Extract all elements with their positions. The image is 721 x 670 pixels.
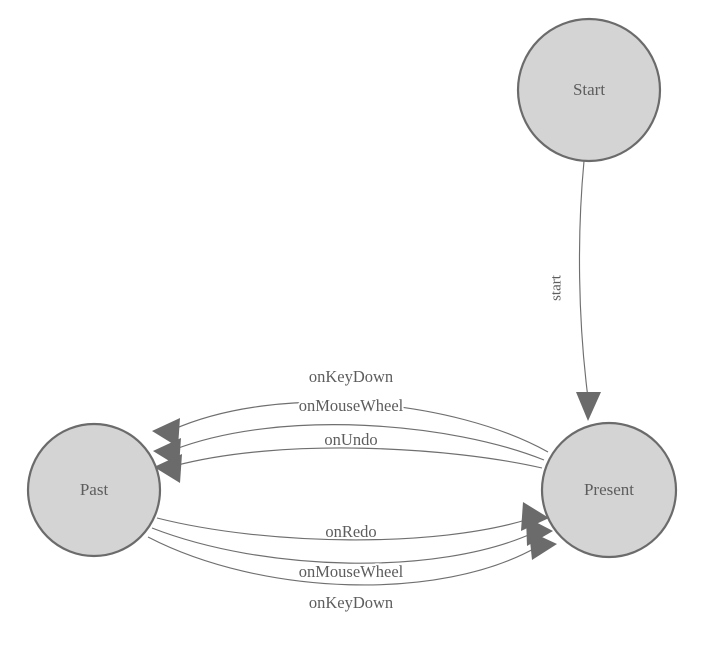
edge-label: onKeyDown bbox=[309, 367, 393, 386]
node-circle[interactable] bbox=[26, 422, 162, 558]
edge-past-to-present-onkeydown bbox=[147, 531, 557, 586]
node-present[interactable]: Present bbox=[540, 421, 678, 559]
node-start[interactable]: Start bbox=[516, 17, 662, 163]
edge-line bbox=[171, 401, 549, 453]
edge-line bbox=[172, 424, 545, 461]
edge-label: onUndo bbox=[324, 430, 377, 449]
arrowhead-icon bbox=[576, 392, 601, 421]
arrowhead-icon bbox=[529, 531, 557, 560]
arrowhead-icon bbox=[154, 454, 182, 483]
edge-line bbox=[578, 160, 589, 399]
edge-label-halo: onMouseWheel bbox=[299, 562, 404, 581]
edge-label-halo: onMouseWheel bbox=[299, 396, 404, 415]
edge-present-to-past-onundo bbox=[154, 447, 543, 483]
edge-label-halo: onUndo bbox=[324, 430, 377, 449]
edge-line bbox=[156, 517, 530, 541]
edge-label: onMouseWheel bbox=[299, 396, 404, 415]
edges-layer bbox=[147, 160, 601, 586]
edge-label-halo: onKeyDown bbox=[309, 367, 393, 386]
edge-label: start bbox=[548, 274, 564, 301]
edge-present-to-past-onkeydown bbox=[152, 401, 549, 453]
edge-label-halo: start bbox=[548, 274, 564, 301]
node-circle[interactable] bbox=[516, 17, 662, 163]
edge-label: onRedo bbox=[325, 522, 376, 541]
edge-line bbox=[173, 447, 543, 469]
edge-line bbox=[147, 536, 538, 586]
edge-label: onMouseWheel bbox=[299, 562, 404, 581]
edge-label-halo: onKeyDown bbox=[309, 593, 393, 612]
node-past[interactable]: Past bbox=[26, 422, 162, 558]
arrowhead-icon bbox=[152, 418, 180, 447]
edge-label-halo: onRedo bbox=[325, 522, 376, 541]
edge-line bbox=[151, 527, 534, 564]
node-label: Past bbox=[80, 480, 109, 499]
node-label: Start bbox=[573, 80, 605, 99]
edge-labels-layer: startstartonKeyDownonKeyDownonMouseWheel… bbox=[297, 272, 567, 614]
node-circle[interactable] bbox=[540, 421, 678, 559]
edge-start-to-present bbox=[576, 160, 601, 421]
edge-label: onKeyDown bbox=[309, 593, 393, 612]
node-label: Present bbox=[584, 480, 634, 499]
